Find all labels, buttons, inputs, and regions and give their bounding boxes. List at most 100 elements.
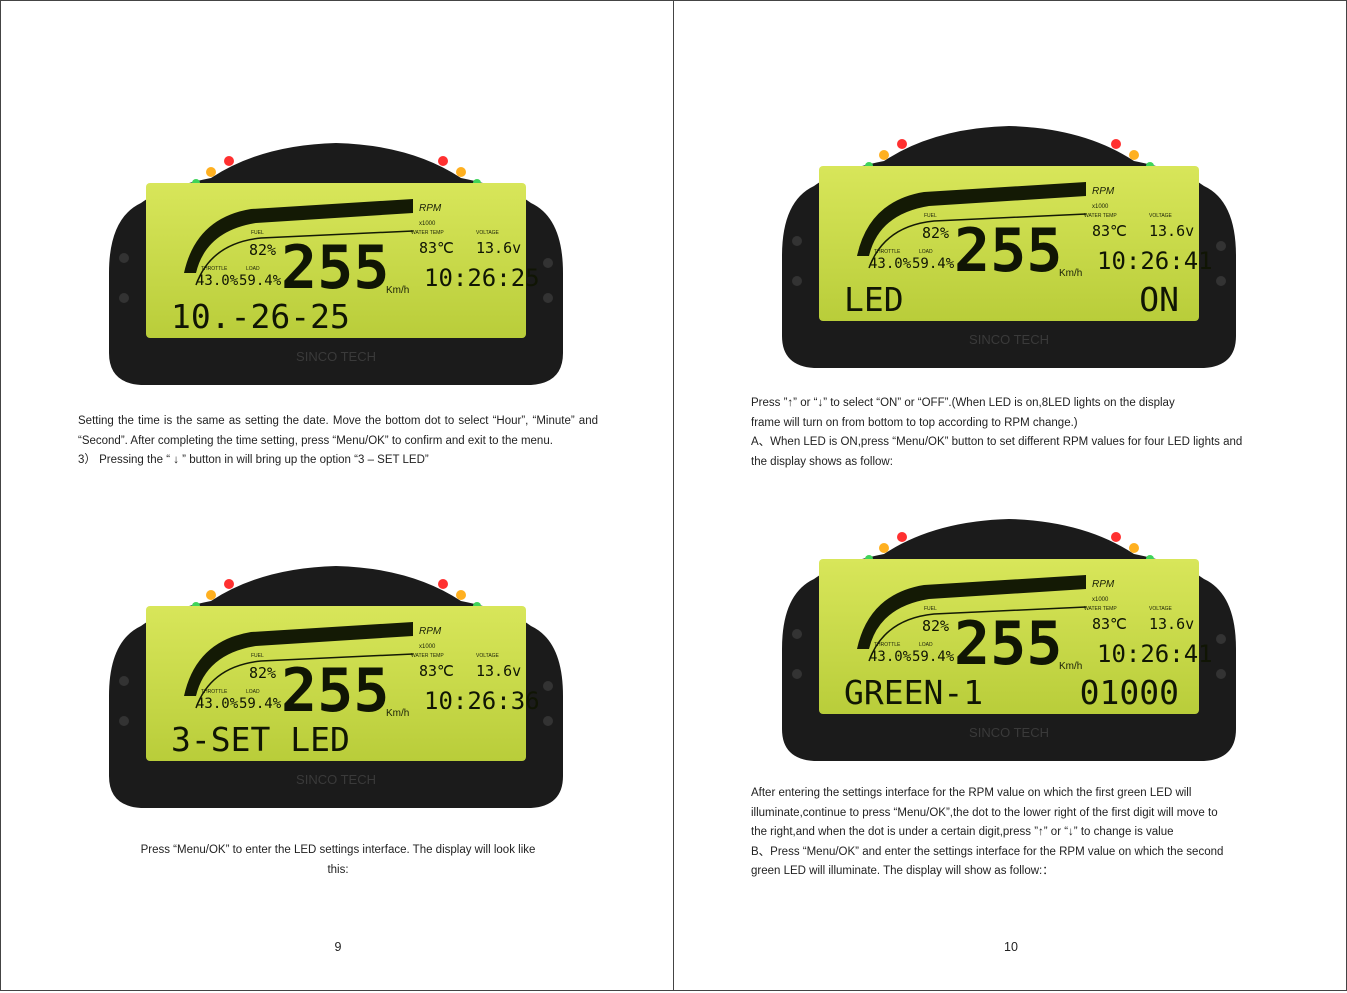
led-on-off-paragraph: Press ”↑” or “↓” to select “ON” or “OFF”… — [751, 394, 1281, 472]
speed-value: 255 — [954, 609, 1062, 679]
led-orange-icon — [1129, 150, 1139, 160]
water-temp-label: WATER TEMP — [411, 230, 444, 236]
setting-time-paragraph: Setting the time is the same as setting … — [78, 412, 598, 471]
led-orange-icon — [206, 167, 216, 177]
time-value: 10:26:41 — [1097, 247, 1213, 275]
led-orange-icon — [456, 590, 466, 600]
rpm-scale — [868, 213, 1087, 269]
side-button — [119, 676, 129, 686]
rpm-bar — [857, 575, 1086, 649]
throttle-label: THROTTLE — [874, 249, 901, 255]
dashboard-image-4: RPM x1000 FUEL 82% THROTTLE 43.0% LOAD 5… — [774, 509, 1244, 769]
throttle-label: THROTTLE — [874, 642, 901, 648]
led-red-icon — [1111, 139, 1121, 149]
speed-unit: Km/h — [386, 285, 409, 296]
led-red-icon — [897, 139, 907, 149]
side-button — [1216, 241, 1226, 251]
throttle-label: THROTTLE — [201, 266, 228, 272]
fuel-value: 82% — [922, 224, 949, 242]
page-number: 9 — [334, 940, 342, 954]
x1000-label: x1000 — [419, 644, 436, 650]
time-value: 10:26:25 — [424, 264, 540, 292]
voltage-label: VOLTAGE — [1149, 606, 1173, 612]
fuel-label: FUEL — [924, 606, 937, 612]
led-red-icon — [1111, 532, 1121, 542]
throttle-value: 43.0% — [869, 256, 912, 272]
paragraph-line: Press “Menu/OK” to enter the LED setting… — [140, 844, 536, 856]
paragraph-line: After entering the settings interface fo… — [751, 787, 1192, 799]
dashboard-display: RPM x1000 FUEL 82% THROTTLE 43.0% LOAD 5… — [782, 519, 1236, 761]
voltage-label: VOLTAGE — [476, 653, 500, 659]
bottom-left-text: LED — [844, 280, 904, 319]
fuel-value: 82% — [922, 617, 949, 635]
paragraph-line: Press ”↑” or “↓” to select “ON” or “OFF”… — [751, 397, 1175, 409]
brand-logo: SINCO TECH — [296, 772, 376, 787]
side-button — [792, 669, 802, 679]
side-button — [119, 293, 129, 303]
water-temp-value: 83℃ — [419, 662, 454, 680]
throttle-value: 43.0% — [869, 649, 912, 665]
side-button — [119, 253, 129, 263]
fuel-value: 82% — [249, 241, 276, 259]
speed-unit: Km/h — [1059, 268, 1082, 279]
load-label: LOAD — [919, 249, 933, 255]
water-temp-value: 83℃ — [1092, 615, 1127, 633]
voltage-value: 13.6v — [476, 662, 521, 680]
dashboard-display: RPM x1000 FUEL 82% THROTTLE 43.0% LOAD 5… — [109, 143, 563, 385]
voltage-value: 13.6v — [1149, 615, 1194, 633]
led-red-icon — [897, 532, 907, 542]
dashboard-image-1: RPM x1000 FUEL 82% THROTTLE 43.0% LOAD 5… — [101, 133, 571, 393]
side-button — [1216, 669, 1226, 679]
rpm-label: RPM — [1092, 186, 1115, 197]
rpm-bar — [184, 199, 413, 273]
green-led-paragraph: After entering the settings interface fo… — [751, 784, 1281, 882]
voltage-value: 13.6v — [1149, 222, 1194, 240]
paragraph-line: B、Press “Menu/OK” and enter the settings… — [751, 845, 1224, 858]
speed-value: 255 — [281, 656, 389, 726]
led-orange-icon — [879, 150, 889, 160]
paragraph-line: the right,and when the dot is under a ce… — [751, 826, 1174, 838]
fuel-label: FUEL — [251, 653, 264, 659]
brand-logo: SINCO TECH — [969, 725, 1049, 740]
bottom-right-text: 01000 — [1080, 673, 1179, 712]
rpm-label: RPM — [1092, 579, 1115, 590]
led-orange-icon — [879, 543, 889, 553]
side-button — [119, 716, 129, 726]
side-button — [543, 681, 553, 691]
led-orange-icon — [456, 167, 466, 177]
side-button — [1216, 634, 1226, 644]
load-label: LOAD — [246, 266, 260, 272]
x1000-label: x1000 — [1092, 597, 1109, 603]
paragraph-text: Setting the time is the same as setting … — [78, 415, 598, 447]
side-button — [792, 236, 802, 246]
paragraph-line: A、When LED is ON,press “Menu/OK” button … — [751, 436, 1243, 448]
rpm-scale — [195, 653, 414, 709]
water-temp-label: WATER TEMP — [1084, 213, 1117, 219]
rpm-label: RPM — [419, 203, 442, 214]
side-button — [543, 293, 553, 303]
voltage-value: 13.6v — [476, 239, 521, 257]
dashboard-image-3: RPM x1000 FUEL 82% THROTTLE 43.0% LOAD 5… — [774, 116, 1244, 376]
led-red-icon — [438, 156, 448, 166]
paragraph-line: illuminate,continue to press “Menu/OK”,t… — [751, 806, 1218, 819]
voltage-label: VOLTAGE — [476, 230, 500, 236]
load-value: 59.4% — [239, 696, 282, 712]
page-9: RPM x1000 FUEL 82% THROTTLE 43.0% LOAD 5… — [0, 0, 674, 991]
speed-value: 255 — [954, 216, 1062, 286]
brand-logo: SINCO TECH — [969, 332, 1049, 347]
water-temp-label: WATER TEMP — [411, 653, 444, 659]
load-label: LOAD — [246, 689, 260, 695]
step-3-text: 3） Pressing the “ ↓ ” button in will bri… — [78, 454, 429, 466]
paragraph-line: green LED will illuminate. The display w… — [751, 865, 1054, 877]
water-temp-value: 83℃ — [419, 239, 454, 257]
paragraph-line: frame will turn on from bottom to top ac… — [751, 416, 1078, 429]
rpm-scale — [195, 230, 414, 286]
bottom-left-text: 10.-26-25 — [171, 297, 350, 336]
time-value: 10:26:41 — [1097, 640, 1213, 668]
rpm-bar — [857, 182, 1086, 256]
side-button — [792, 629, 802, 639]
led-red-icon — [224, 579, 234, 589]
rpm-scale — [868, 606, 1087, 662]
side-button — [543, 258, 553, 268]
dashboard-display: RPM x1000 FUEL 82% THROTTLE 43.0% LOAD 5… — [782, 126, 1236, 368]
